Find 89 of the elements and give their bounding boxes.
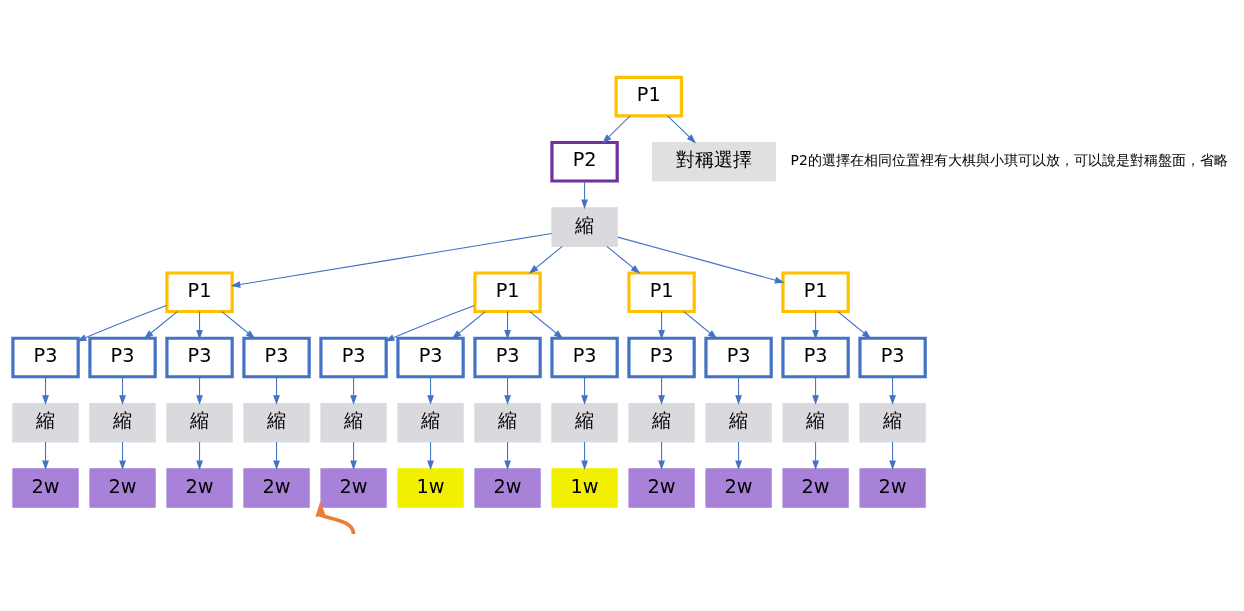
label: P2的選擇在相同位置裡有大棋與小琪可以放，可以說是對稱盤面，省略 <box>790 151 1228 168</box>
node-box: P3 <box>473 336 542 378</box>
arrow <box>42 375 49 405</box>
arrow <box>504 310 511 340</box>
arrow <box>658 375 665 405</box>
arrow <box>273 375 280 405</box>
node-box: P3 <box>627 336 696 378</box>
node-box: P3 <box>242 336 311 378</box>
arrow <box>451 310 486 339</box>
node-box: 2w <box>166 467 233 508</box>
arrow <box>658 441 665 470</box>
node-box: 2w <box>474 467 541 508</box>
arrow <box>143 310 178 339</box>
arrow <box>683 310 718 339</box>
arrow <box>581 375 588 405</box>
node-box: 2w <box>705 467 772 508</box>
node-box: 2w <box>12 467 79 508</box>
arrow <box>350 441 357 470</box>
arrow <box>119 375 126 405</box>
node-box: P3 <box>704 336 773 378</box>
arrow <box>42 441 49 470</box>
arrow <box>581 441 588 470</box>
node-box: 縮 <box>474 402 541 442</box>
node-box: 縮 <box>89 402 156 442</box>
arrow <box>384 304 475 341</box>
node-box: P1 <box>165 270 234 313</box>
node-box: 2w <box>320 467 387 508</box>
node-box: 2w <box>89 467 156 508</box>
node-box: 縮 <box>243 402 310 442</box>
arrow <box>658 310 665 340</box>
node-box: 2w <box>243 467 310 508</box>
node-box: 縮 <box>782 402 849 442</box>
arrow <box>581 180 588 209</box>
node-box: P3 <box>550 336 619 378</box>
arrow <box>196 310 203 340</box>
node-box: P3 <box>319 336 388 378</box>
arrow <box>812 441 819 470</box>
node-box: 縮 <box>628 402 695 442</box>
node-box: 縮 <box>859 402 926 442</box>
node-box: 2w <box>628 467 695 508</box>
arrow <box>528 245 563 274</box>
node-box: 1w <box>397 467 464 508</box>
node-box: P1 <box>781 270 850 313</box>
node-box: 縮 <box>551 402 618 442</box>
arrow <box>504 375 511 405</box>
node-box: P1 <box>614 75 683 117</box>
node-box: P3 <box>396 336 465 378</box>
node-box: P3 <box>858 336 927 378</box>
node-box: 1w <box>551 467 618 508</box>
node-box: P3 <box>781 336 850 378</box>
arrow <box>812 310 819 340</box>
arrow <box>602 114 631 143</box>
node-box: 2w <box>782 467 849 508</box>
arrow <box>667 114 697 143</box>
node-box: 對稱選擇 <box>651 141 776 182</box>
arrow <box>230 232 553 288</box>
node-box: 縮 <box>397 402 464 442</box>
arrow <box>350 375 357 405</box>
arrow <box>837 310 872 339</box>
arrow <box>76 304 167 341</box>
node-box: P3 <box>165 336 234 378</box>
node-box: P3 <box>11 336 80 378</box>
arrow <box>617 236 785 283</box>
arrow <box>889 375 896 405</box>
node-box: 縮 <box>320 402 387 442</box>
node-box: P1 <box>473 270 542 313</box>
arrow <box>504 441 511 470</box>
node-box: P3 <box>88 336 157 378</box>
arrow <box>196 441 203 470</box>
node-box: P1 <box>627 270 696 313</box>
node-box: 縮 <box>12 402 79 442</box>
arrow <box>427 441 434 470</box>
arrow <box>812 375 819 405</box>
arrow <box>529 310 564 339</box>
arrow <box>889 441 896 470</box>
arrow <box>606 245 641 274</box>
node-box: 縮 <box>166 402 233 442</box>
arrow <box>735 375 742 405</box>
node-box: 2w <box>859 467 926 508</box>
arrow <box>119 441 126 470</box>
node-box: 縮 <box>551 206 618 247</box>
node-box: 縮 <box>705 402 772 442</box>
arrow <box>315 501 356 534</box>
arrow <box>273 441 280 470</box>
arrow <box>221 310 256 339</box>
arrow <box>427 375 434 405</box>
arrow <box>196 375 203 405</box>
node-box: P2 <box>550 140 619 183</box>
arrow <box>735 441 742 470</box>
